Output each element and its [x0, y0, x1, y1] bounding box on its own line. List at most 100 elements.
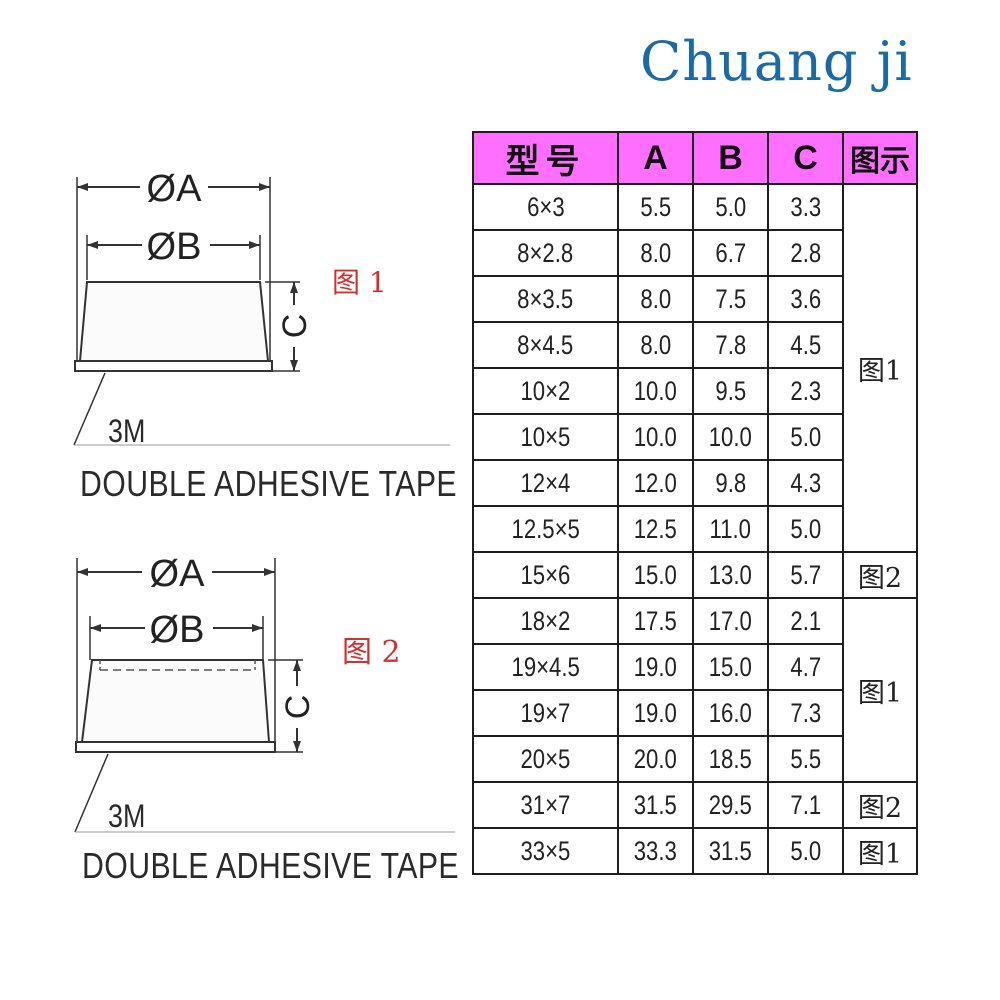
cell-b-text: 9.5 [715, 375, 746, 406]
cell-c-text: 5.5 [790, 743, 821, 774]
cell-a-text: 31.5 [633, 789, 678, 820]
cell-model-text: 19×7 [520, 697, 571, 728]
cell-b: 9.8 [692, 459, 769, 507]
cell-b-text: 29.5 [708, 789, 753, 820]
cell-b-text: 11.0 [709, 513, 752, 544]
cell-b: 15.0 [692, 643, 769, 691]
fig2-dim-c-label: C [279, 695, 317, 720]
fig2-tape-brand: 3M [108, 798, 146, 834]
cell-c-text: 7.1 [790, 789, 821, 820]
cell-model-text: 18×2 [520, 605, 571, 636]
cell-c-text: 7.3 [790, 697, 821, 728]
cell-figure: 图1 [842, 597, 918, 783]
cell-model: 15×6 [472, 551, 619, 599]
cell-model: 33×5 [472, 827, 619, 875]
cell-a: 15.0 [617, 551, 694, 599]
header-a: A [617, 131, 694, 185]
cell-b: 10.0 [692, 413, 769, 461]
cell-c-text: 5.0 [790, 421, 821, 452]
cell-c: 3.3 [767, 183, 844, 231]
cell-a-text: 33.3 [633, 835, 678, 866]
cell-c: 3.6 [767, 275, 844, 323]
cell-c: 5.0 [767, 413, 844, 461]
cell-b: 17.0 [692, 597, 769, 645]
fig2-label: 图 2 [342, 635, 401, 670]
cell-model-text: 33×5 [520, 835, 571, 866]
cell-a: 17.5 [617, 597, 694, 645]
cell-a: 8.0 [617, 275, 694, 323]
cell-c-text: 2.3 [790, 375, 821, 406]
cell-b: 11.0 [692, 505, 769, 553]
cell-c: 2.8 [767, 229, 844, 277]
cell-b: 18.5 [692, 735, 769, 783]
cell-model-text: 19×4.5 [511, 651, 580, 682]
table-row: 19×7 19.0 16.0 7.3 [472, 689, 917, 737]
header-b: B [692, 131, 769, 185]
cell-a-text: 8.0 [640, 329, 671, 360]
cell-model-text: 12.5×5 [511, 513, 580, 544]
cell-model: 10×5 [472, 413, 619, 461]
cell-b: 16.0 [692, 689, 769, 737]
cell-b: 6.7 [692, 229, 769, 277]
cell-model: 31×7 [472, 781, 619, 829]
fig1-dim-a-label: ØA [147, 168, 203, 210]
cell-a: 10.0 [617, 367, 694, 415]
cell-model-text: 15×6 [520, 559, 571, 590]
cell-b: 31.5 [692, 827, 769, 875]
cell-b-text: 17.0 [708, 605, 753, 636]
cell-c-text: 5.7 [790, 559, 821, 590]
cell-model-text: 8×4.5 [517, 329, 574, 360]
fig1-label: 图 1 [332, 266, 387, 299]
cell-a-text: 8.0 [640, 283, 671, 314]
fig2-dim-b-label: ØB [150, 609, 205, 651]
cell-c-text: 2.1 [790, 605, 821, 636]
cell-a: 19.0 [617, 643, 694, 691]
cell-b-text: 9.8 [715, 467, 746, 498]
cell-model-text: 31×7 [520, 789, 571, 820]
cell-a: 31.5 [617, 781, 694, 829]
cell-c-text: 5.0 [790, 835, 821, 866]
cell-a-text: 8.0 [640, 237, 671, 268]
cell-a-text: 19.0 [633, 651, 678, 682]
cell-model-text: 12×4 [520, 467, 571, 498]
cell-b-text: 10.0 [708, 421, 753, 452]
cell-model-text: 8×3.5 [517, 283, 574, 314]
cell-a-text: 15.0 [633, 559, 678, 590]
cell-a: 12.5 [617, 505, 694, 553]
cell-b: 9.5 [692, 367, 769, 415]
cell-a: 5.5 [617, 183, 694, 231]
fig1-dim-c-label: C [276, 314, 314, 339]
cell-a-text: 10.0 [633, 375, 678, 406]
cell-b-text: 13.0 [708, 559, 753, 590]
cell-a-text: 19.0 [633, 697, 678, 728]
cell-c-text: 4.3 [790, 467, 821, 498]
table-header-row: 型号 A B C 图示 [472, 131, 918, 185]
cell-model-text: 10×2 [520, 375, 571, 406]
cell-a: 33.3 [617, 827, 694, 875]
cell-c: 5.7 [767, 551, 844, 599]
fig2-tape-caption: DOUBLE ADHESIVE TAPE [82, 845, 460, 886]
cell-a-text: 17.5 [633, 605, 678, 636]
fig1-dim-b-label: ØB [147, 226, 202, 268]
table-row: 31×7 31.5 29.5 7.1 图2 [472, 781, 918, 829]
cell-model: 12×4 [472, 459, 619, 507]
cell-figure: 图2 [842, 781, 918, 829]
cell-b: 7.8 [692, 321, 769, 369]
cell-b: 29.5 [692, 781, 769, 829]
cell-b-text: 5.0 [715, 191, 746, 222]
table-row: 10×2 10.0 9.5 2.3 [472, 367, 917, 415]
fig2-dim-a-label: ØA [150, 553, 206, 595]
fig1-tape-caption: DOUBLE ADHESIVE TAPE [80, 463, 458, 504]
cell-model-text: 20×5 [520, 743, 571, 774]
cell-c: 4.7 [767, 643, 844, 691]
